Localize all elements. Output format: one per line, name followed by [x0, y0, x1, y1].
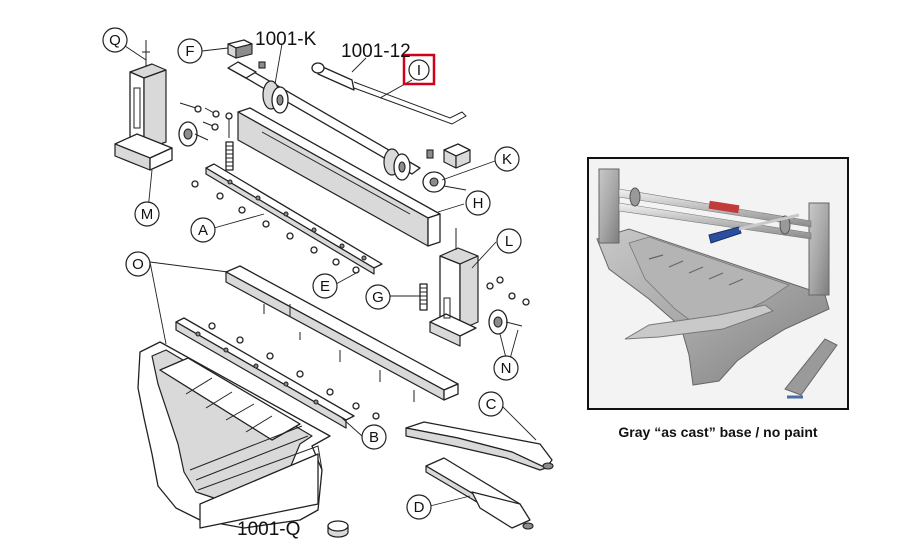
right-upright-bracket	[429, 228, 479, 347]
part-number-1001-k: 1001-K	[255, 29, 317, 50]
handle-rod	[311, 62, 467, 125]
callout-g: G	[365, 284, 391, 310]
callout-a-label: A	[198, 222, 208, 239]
callout-m: M	[134, 201, 160, 227]
callout-n: N	[493, 355, 519, 381]
left-upright-bracket	[114, 40, 173, 171]
callout-q-label: Q	[109, 32, 121, 49]
strip-a	[205, 163, 383, 275]
callout-m-label: M	[141, 206, 154, 223]
callout-o-label: O	[132, 256, 144, 273]
callout-e: E	[312, 273, 338, 299]
rail-h	[237, 107, 441, 247]
callout-h-label: H	[473, 195, 484, 212]
callout-b: B	[361, 424, 387, 450]
callout-i: I	[402, 53, 436, 86]
callout-i-highlight-box	[402, 53, 436, 86]
pad-d	[425, 457, 534, 530]
main-shaft-assembly	[227, 61, 467, 193]
rubber-foot	[327, 520, 349, 538]
springs	[225, 141, 428, 311]
callout-i-label: I	[417, 62, 421, 79]
callout-e-label: E	[320, 278, 330, 295]
cast-base	[137, 341, 331, 529]
callout-b-label: B	[369, 429, 379, 446]
callout-g-label: G	[372, 289, 384, 306]
callout-k: K	[494, 146, 520, 172]
callout-f-label: F	[185, 43, 194, 60]
left-knob	[178, 121, 209, 147]
middle-screws	[191, 180, 360, 274]
callout-c: C	[478, 391, 504, 417]
callout-c-label: C	[486, 396, 497, 413]
bar-o	[225, 265, 459, 402]
callout-h: H	[465, 190, 491, 216]
lever-c	[405, 421, 554, 471]
callout-d: D	[406, 494, 432, 520]
callout-n-label: N	[501, 360, 512, 377]
upper-left-screws	[179, 102, 233, 138]
product-photo-frame	[587, 157, 849, 410]
strip-b	[175, 317, 380, 429]
callout-f: F	[177, 38, 203, 64]
part-number-1001-q: 1001-Q	[237, 519, 300, 540]
right-knob	[486, 276, 530, 335]
callout-q: Q	[102, 27, 128, 53]
callout-a: A	[190, 217, 216, 243]
clamp-block	[443, 143, 471, 169]
block-f	[227, 39, 253, 59]
callout-o: O	[125, 251, 151, 277]
callout-d-label: D	[414, 499, 425, 516]
callout-k-label: K	[502, 151, 512, 168]
product-photo	[589, 159, 847, 408]
part-number-1001-12: 1001-12	[341, 41, 411, 62]
photo-caption: Gray “as cast” base / no paint	[618, 424, 818, 440]
callout-l-label: L	[505, 233, 513, 250]
callout-l: L	[496, 228, 522, 254]
